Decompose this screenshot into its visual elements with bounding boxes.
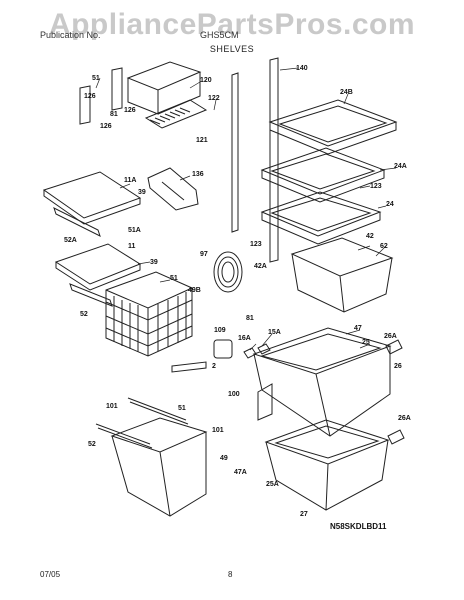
svg-text:11: 11 bbox=[128, 243, 136, 250]
svg-text:101: 101 bbox=[212, 427, 224, 434]
svg-text:26A: 26A bbox=[384, 333, 397, 340]
header-publication: Publication No. bbox=[40, 30, 101, 40]
svg-text:16A: 16A bbox=[238, 335, 251, 342]
svg-text:62: 62 bbox=[380, 243, 388, 250]
svg-text:136: 136 bbox=[192, 171, 204, 178]
svg-text:51A: 51A bbox=[128, 227, 141, 234]
shelf-24 bbox=[260, 191, 382, 245]
shelf-24B bbox=[268, 99, 398, 155]
coil-part bbox=[213, 251, 243, 293]
svg-text:24: 24 bbox=[386, 201, 394, 208]
svg-text:81: 81 bbox=[110, 111, 118, 118]
svg-text:123: 123 bbox=[370, 183, 382, 190]
svg-text:81: 81 bbox=[246, 315, 254, 322]
svg-text:42A: 42A bbox=[254, 263, 267, 270]
section-title: SHELVES bbox=[209, 44, 255, 54]
svg-text:39: 39 bbox=[138, 189, 146, 196]
footer-date: 07/05 bbox=[40, 570, 61, 579]
svg-text:25: 25 bbox=[362, 339, 370, 346]
watermark: AppliancePartsPros.com bbox=[48, 8, 416, 41]
footer-page-number: 8 bbox=[228, 570, 233, 579]
rail-part bbox=[231, 57, 279, 263]
lower-crisper-part bbox=[264, 419, 390, 511]
svg-text:52: 52 bbox=[80, 311, 88, 318]
svg-text:122: 122 bbox=[208, 95, 220, 102]
svg-text:52A: 52A bbox=[64, 237, 77, 244]
svg-text:27: 27 bbox=[300, 511, 308, 518]
svg-text:51: 51 bbox=[170, 275, 178, 282]
crisper-drawer-part bbox=[290, 237, 394, 313]
svg-text:49B: 49B bbox=[188, 287, 201, 294]
diagram-code: N58SKDLBD11 bbox=[330, 522, 387, 531]
svg-text:24B: 24B bbox=[340, 89, 353, 96]
svg-text:15A: 15A bbox=[268, 329, 281, 336]
glass-shelf-11 bbox=[54, 243, 142, 307]
svg-text:120: 120 bbox=[200, 77, 212, 84]
svg-text:126: 126 bbox=[84, 93, 96, 100]
header-model: GHS5CM bbox=[200, 30, 239, 40]
svg-text:109: 109 bbox=[214, 327, 226, 334]
svg-text:126: 126 bbox=[100, 123, 112, 130]
svg-text:101: 101 bbox=[106, 403, 118, 410]
large-crisper-part bbox=[252, 327, 392, 437]
svg-text:26A: 26A bbox=[398, 415, 411, 422]
svg-text:52: 52 bbox=[88, 441, 96, 448]
clip-part bbox=[385, 339, 405, 445]
svg-text:25A: 25A bbox=[266, 481, 279, 488]
svg-text:126: 126 bbox=[124, 107, 136, 114]
side-panel-part bbox=[257, 383, 273, 421]
svg-text:24A: 24A bbox=[394, 163, 407, 170]
small-drawer-part bbox=[126, 61, 208, 129]
svg-text:121: 121 bbox=[196, 137, 208, 144]
bracket-part bbox=[79, 67, 123, 125]
svg-text:51: 51 bbox=[178, 405, 186, 412]
svg-text:47: 47 bbox=[354, 325, 362, 332]
svg-text:140: 140 bbox=[296, 65, 308, 72]
svg-text:39: 39 bbox=[150, 259, 158, 266]
svg-text:49: 49 bbox=[220, 455, 228, 462]
deli-drawer-part bbox=[95, 397, 208, 517]
shelf-24A bbox=[260, 147, 386, 203]
svg-text:2: 2 bbox=[212, 363, 216, 370]
glass-shelf-11A bbox=[42, 171, 142, 237]
svg-text:51: 51 bbox=[92, 75, 100, 82]
svg-text:123: 123 bbox=[250, 241, 262, 248]
svg-text:42: 42 bbox=[366, 233, 374, 240]
svg-text:97: 97 bbox=[200, 251, 208, 258]
svg-text:26: 26 bbox=[394, 363, 402, 370]
svg-text:47A: 47A bbox=[234, 469, 247, 476]
svg-text:100: 100 bbox=[228, 391, 240, 398]
svg-text:11A: 11A bbox=[124, 177, 136, 184]
cover-part bbox=[147, 167, 199, 211]
wire-basket-part bbox=[105, 271, 193, 357]
